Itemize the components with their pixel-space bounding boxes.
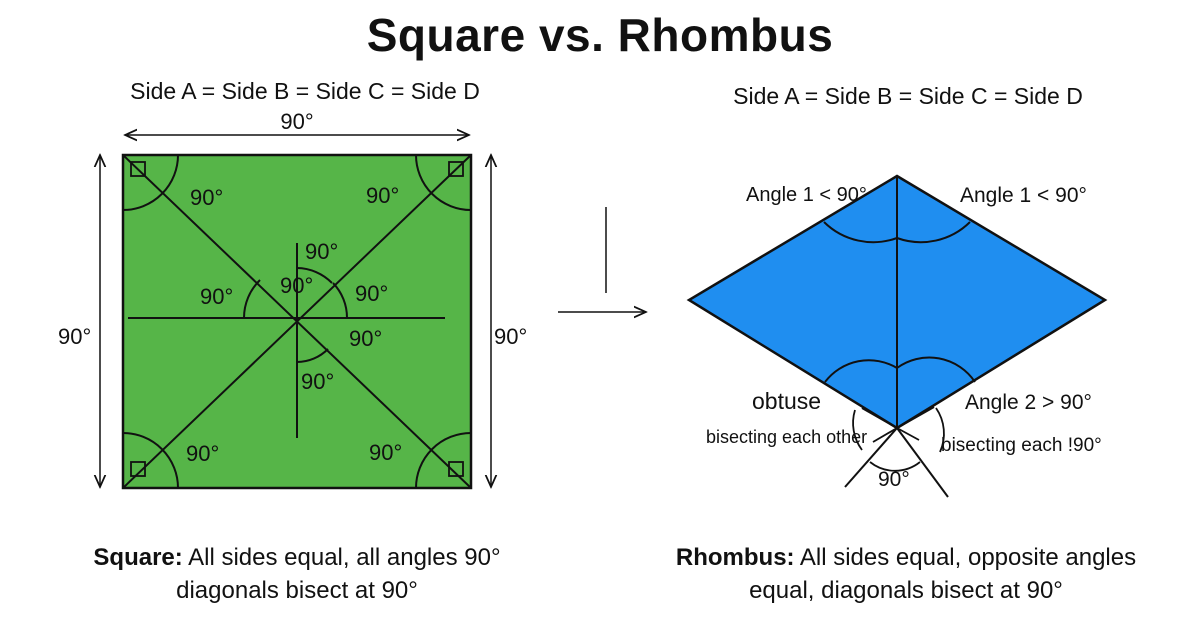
rhombus-figure [686, 174, 1108, 498]
center-angle-label-left: 90° [200, 284, 234, 309]
corner-angle-label-bl: 90° [186, 441, 220, 466]
rhombus-angle1-left-label: Angle 1 < 90° [746, 184, 867, 206]
center-angle-label-lower-right: 90° [349, 326, 383, 351]
square-caption-line2: diagonals bisect at 90° [176, 577, 418, 604]
rhombus-angle1-right-label: Angle 1 < 90° [960, 184, 1087, 207]
rhombus-angle2-label: Angle 2 > 90° [965, 391, 1092, 414]
rhombus-sides-label: Side A = Side B = Side C = Side D [733, 83, 1083, 109]
square-corner-arc-bl [122, 432, 179, 489]
rhombus-top-arc-left [823, 221, 898, 244]
bisector-line-upper-left [861, 407, 898, 429]
square-corner-arc-tr [415, 154, 472, 211]
bisector-line-upper-right [896, 406, 935, 429]
bottom-angle-arc [869, 461, 921, 472]
bisect-left-label: bisecting each other [706, 427, 868, 447]
center-arc-top [296, 267, 333, 284]
center-arc-left [242, 279, 261, 319]
obtuse-label: obtuse [752, 388, 822, 414]
rhombus-caption-line1: All sides equal, opposite angles [794, 544, 1137, 571]
corner-angle-label-tr: 90° [366, 183, 400, 208]
bisector-line-left [844, 427, 898, 488]
rhombus-top-arc-right [896, 221, 971, 244]
bisector-line-right [896, 427, 949, 498]
square-sides-label: Side A = Side B = Side C = Side D [130, 78, 480, 104]
center-angle-label-inner: 90° [280, 273, 314, 298]
right-angle-marker-bl [130, 461, 146, 477]
rhombus-caption-title: Rhombus: [675, 544, 795, 571]
center-angle-label-bottom: 90° [301, 369, 335, 394]
center-arc-right [332, 282, 349, 319]
corner-angle-label-br: 90° [369, 440, 403, 465]
square-left-arrow-label: 90° [58, 324, 92, 349]
square-figure [100, 135, 491, 490]
center-arc-bottom [296, 348, 329, 363]
square-caption-title: Square: [93, 544, 183, 571]
bisector-tick-left [872, 427, 898, 443]
square-corner-arc-br [415, 432, 472, 489]
obtuse-arc [852, 409, 863, 451]
center-angle-label-top: 90° [305, 239, 339, 264]
bisect-arc-right [935, 407, 945, 453]
right-angle-marker-tl [130, 161, 146, 177]
square-caption-line1: All sides equal, all angles 90° [182, 544, 501, 571]
rhombus-caption: Rhombus: All sides equal, opposite angle… [676, 541, 1136, 607]
page-title: Square vs. Rhombus [366, 9, 834, 61]
square-right-arrow-label: 90° [494, 324, 528, 349]
bisect-right-label: bisecting each !90° [941, 435, 1102, 456]
rhombus-bottom-arc-right [896, 356, 976, 383]
square-top-arrow-label: 90° [280, 109, 314, 134]
center-angle-label-right: 90° [355, 281, 389, 306]
bisector-tick-right [896, 427, 920, 441]
rhombus-caption-line2: equal, diagonals bisect at 90° [749, 577, 1063, 604]
right-angle-marker-br [448, 461, 464, 477]
rhombus-bottom-angle-label: 90° [878, 468, 910, 491]
square-caption: Square: All sides equal, all angles 90° … [93, 541, 500, 607]
square-corner-arc-tl [122, 154, 179, 211]
rhombus-bottom-arc-left [824, 359, 898, 383]
corner-angle-label-tl: 90° [190, 185, 224, 210]
right-angle-marker-tr [448, 161, 464, 177]
